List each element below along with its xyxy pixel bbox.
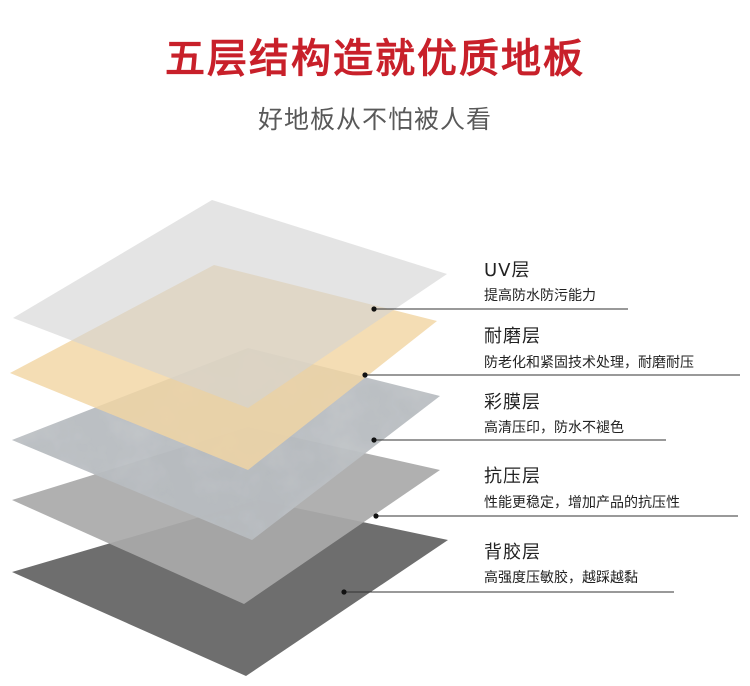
layer-label-wear: 耐磨层 <box>484 326 541 347</box>
layer-desc-wear: 防老化和紧固技术处理，耐磨耐压 <box>484 355 694 371</box>
layer-desc-film: 高清压印，防水不褪色 <box>484 420 624 436</box>
page-title: 五层结构造就优质地板 <box>165 36 585 82</box>
layer-label-backing: 背胶层 <box>484 542 541 563</box>
layer-label-film: 彩膜层 <box>484 392 541 413</box>
layer-label-uv: UV层 <box>484 260 531 281</box>
layer-label-pressure: 抗压层 <box>484 466 541 487</box>
uv-layer <box>13 200 447 408</box>
leader-lines <box>344 308 740 593</box>
layer-desc-pressure: 性能更稳定，增加产品的抗压性 <box>484 495 680 511</box>
leader-dots <box>341 306 379 595</box>
layer-desc-uv: 提高防水防污能力 <box>484 288 596 304</box>
page-subtitle: 好地板从不怕被人看 <box>257 105 492 134</box>
layer-desc-backing: 高强度压敏胶，越踩越黏 <box>484 570 638 586</box>
